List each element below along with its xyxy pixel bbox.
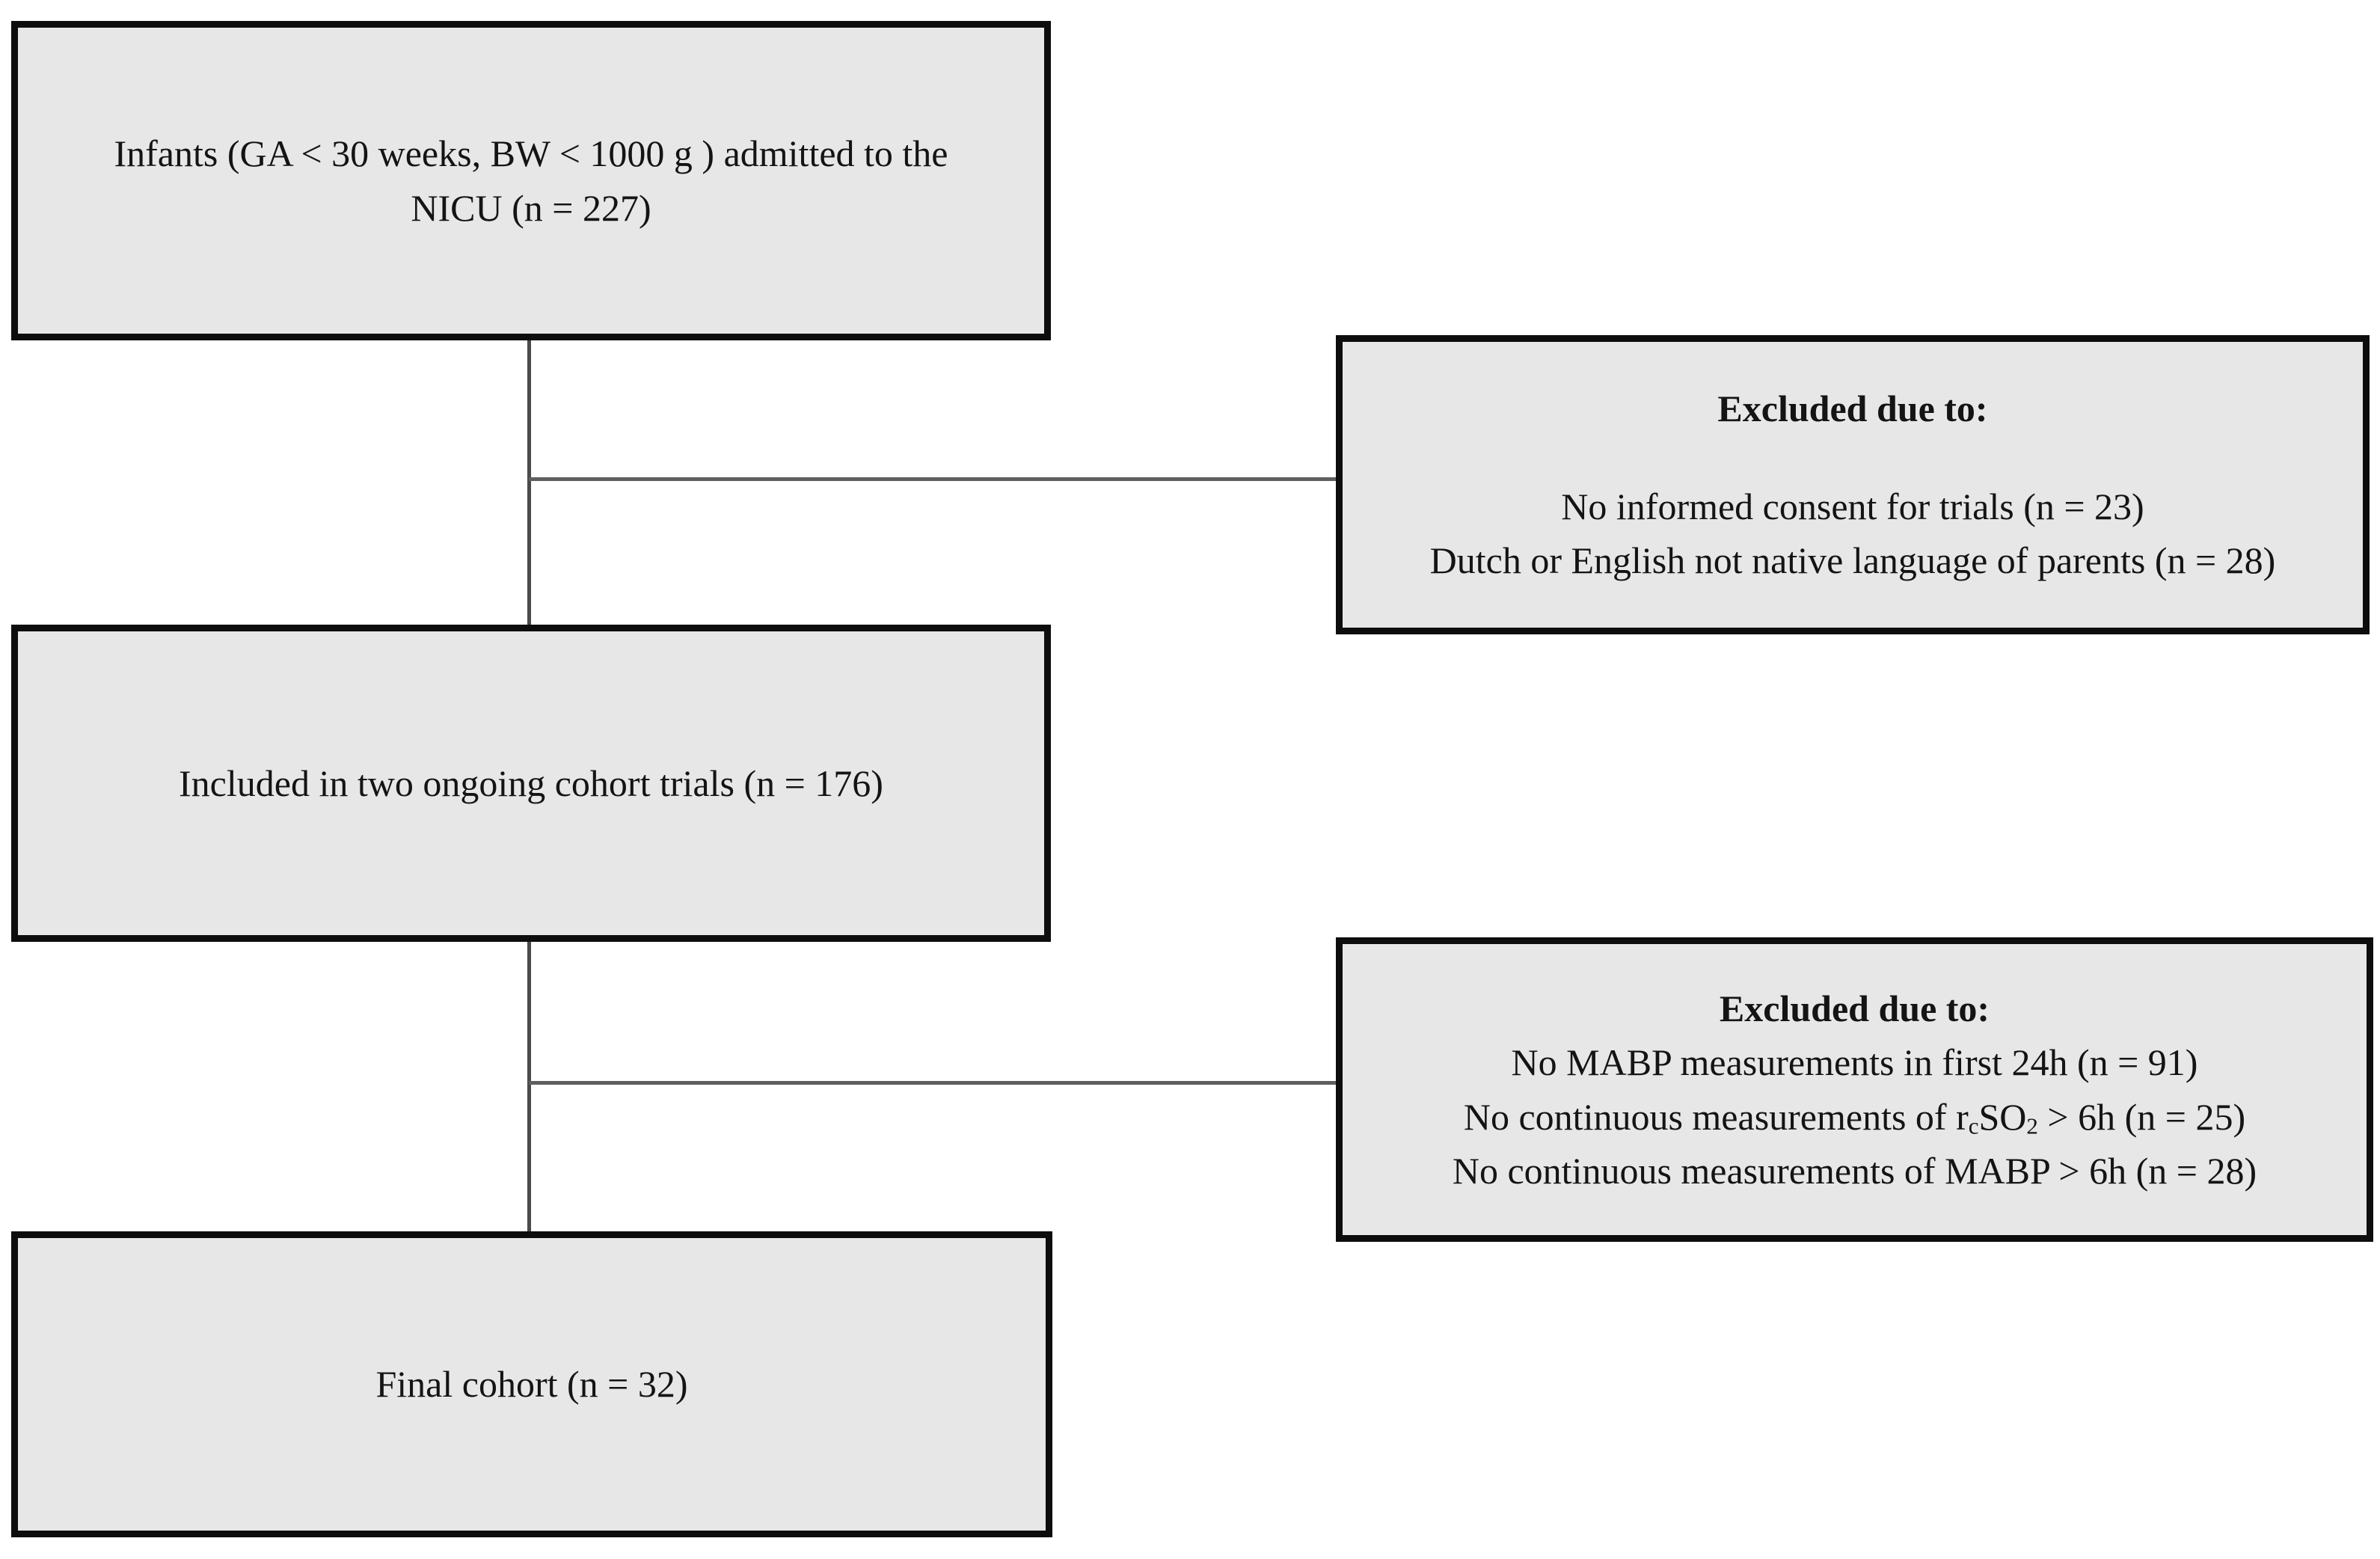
box-excluded-second-item: No MABP measurements in first 24h (n = 9…: [1511, 1041, 2198, 1083]
box-excluded-first-heading: Excluded due to:: [1717, 388, 1988, 430]
box-admitted-line2: NICU (n = 227): [411, 186, 651, 229]
box-excluded-second-item: No continuous measurements of MABP > 6h …: [1452, 1150, 2257, 1192]
rcso2-prefix: No continuous measurements of r: [1463, 1095, 1969, 1138]
connector-to-excluded1: [529, 477, 1337, 481]
box-admitted: Infants (GA < 30 weeks, BW < 1000 g ) ad…: [11, 21, 1051, 340]
box-excluded-first: Excluded due to: No informed consent for…: [1336, 335, 2370, 634]
rcso2-suffix: > 6h (n = 25): [2037, 1095, 2246, 1138]
connector-to-excluded2: [529, 1081, 1337, 1085]
box-admitted-line1: Infants (GA < 30 weeks, BW < 1000 g ) ad…: [114, 132, 948, 174]
box-excluded-second: Excluded due to: No MABP measurements in…: [1336, 937, 2373, 1242]
box-excluded-first-item: No informed consent for trials (n = 23): [1561, 485, 2144, 527]
box-excluded-second-heading: Excluded due to:: [1719, 987, 1990, 1029]
box-included-text: Included in two ongoing cohort trials (n…: [179, 762, 883, 804]
box-excluded-second-item: No continuous measurements of rcSO2 > 6h…: [1464, 1090, 2245, 1145]
box-final-cohort: Final cohort (n = 32): [11, 1231, 1052, 1537]
box-included: Included in two ongoing cohort trials (n…: [11, 625, 1051, 942]
rcso2-sub-2: 2: [2026, 1112, 2038, 1139]
connector-included-to-final: [527, 940, 531, 1233]
box-final-cohort-text: Final cohort (n = 32): [375, 1363, 688, 1406]
rcso2-so: SO: [1978, 1095, 2027, 1138]
box-excluded-first-item: Dutch or English not native language of …: [1429, 539, 2276, 582]
connector-admitted-to-included: [527, 340, 531, 626]
rcso2-sub-c: c: [1968, 1112, 1979, 1139]
